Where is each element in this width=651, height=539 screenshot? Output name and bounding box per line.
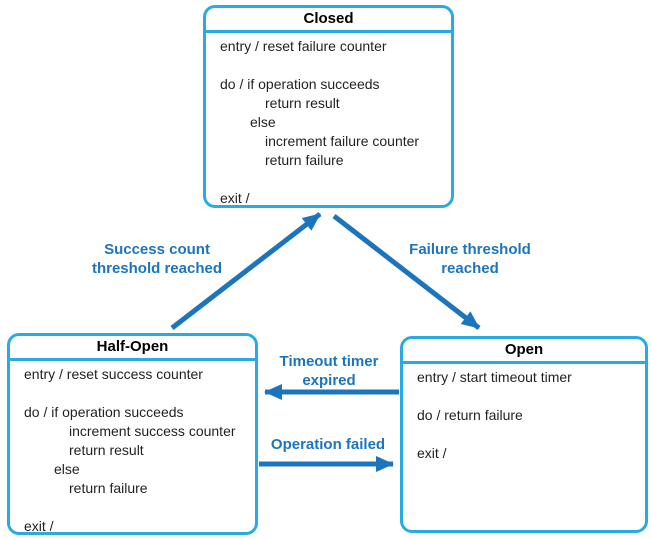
state-title-open: Open xyxy=(403,339,645,364)
state-body-line: entry / reset failure counter xyxy=(220,38,387,54)
state-body-line: entry / reset success counter xyxy=(24,366,203,382)
state-body-line: do / if operation succeeds xyxy=(24,404,184,420)
state-box-open: Open entry / start timeout timer do / ret… xyxy=(400,336,648,533)
state-body-line: return result xyxy=(69,442,144,458)
state-body-line: return failure xyxy=(265,152,344,168)
state-body-line: do / return failure xyxy=(417,407,523,423)
state-body-line: exit / xyxy=(417,445,447,461)
state-body-line xyxy=(24,384,251,403)
transition-label-operation-failed: Operation failed xyxy=(270,436,386,453)
state-body-line: else xyxy=(250,114,276,130)
state-body-open: entry / start timeout timer do / return f… xyxy=(403,364,645,463)
state-body-line: else xyxy=(54,461,80,477)
state-body-line xyxy=(220,56,447,75)
state-body-line: exit / xyxy=(220,190,250,206)
state-body-line xyxy=(417,387,641,406)
state-body-line: increment failure counter xyxy=(265,133,420,149)
transition-label-failure-threshold: Failure threshold reached xyxy=(409,241,531,277)
state-body-line: exit / xyxy=(24,518,54,534)
state-body-line: return failure xyxy=(69,480,148,496)
state-box-closed: Closed entry / reset failure counter do /… xyxy=(203,5,454,208)
state-body-closed: entry / reset failure counter do / if ope… xyxy=(206,33,451,208)
state-body-half-open: entry / reset success counter do / if ope… xyxy=(10,361,255,536)
state-title-closed: Closed xyxy=(206,8,451,33)
state-body-line: increment success counter xyxy=(69,423,236,439)
transition-label-timeout-expired: Timeout timer expired xyxy=(279,353,379,389)
state-body-line: return result xyxy=(265,95,340,111)
state-body-line xyxy=(24,498,251,517)
state-title-half-open: Half-Open xyxy=(10,336,255,361)
state-box-half-open: Half-Open entry / reset success counter d… xyxy=(7,333,258,535)
transition-label-success-count-threshold: Success count threshold reached xyxy=(91,241,223,277)
state-body-line: entry / start timeout timer xyxy=(417,369,572,385)
state-body-line: do / if operation succeeds xyxy=(220,76,380,92)
state-body-line xyxy=(220,170,447,189)
state-body-line xyxy=(417,425,641,444)
